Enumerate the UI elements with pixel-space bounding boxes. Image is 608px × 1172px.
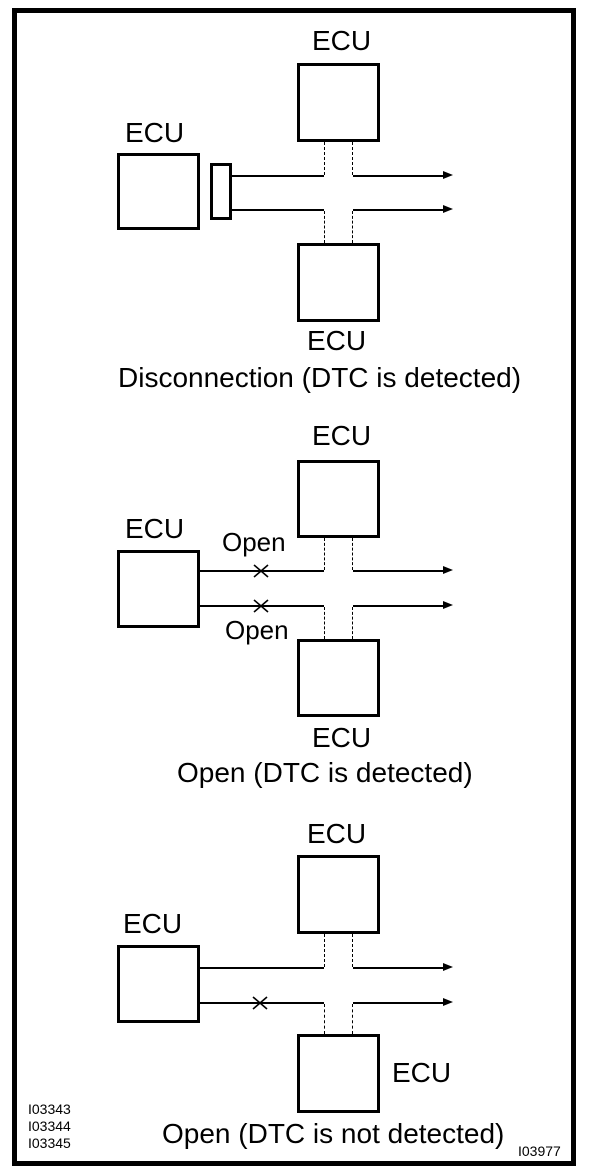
bus-line <box>353 570 443 572</box>
arrow-right-icon <box>443 601 453 609</box>
ecu-stub-line <box>352 1004 353 1034</box>
ecu-box-bottom <box>297 243 380 322</box>
ecu-box-top <box>297 63 380 142</box>
ecu-label-bottom: ECU <box>312 722 372 753</box>
ecu-stub-line <box>352 934 353 967</box>
ecu-box-bottom <box>297 1034 380 1113</box>
bus-line <box>200 967 324 969</box>
ecu-label-left: ECU <box>123 908 183 939</box>
bus-line <box>353 1002 443 1004</box>
ecu-stub-line <box>352 142 353 175</box>
ecu-box-top <box>297 460 380 538</box>
ecu-stub-line <box>324 538 325 570</box>
ecu-stub-line <box>324 607 325 639</box>
ecu-box-top <box>297 855 380 934</box>
ecu-label-bottom: ECU <box>392 1057 452 1088</box>
bus-line <box>232 175 324 177</box>
ecu-stub-line <box>324 934 325 967</box>
figure-code: I03345 <box>28 1135 71 1151</box>
ecu-label-top: ECU <box>307 818 367 849</box>
ecu-stub-line <box>352 538 353 570</box>
open-label-bottom: Open <box>225 615 289 645</box>
arrow-right-icon <box>443 963 453 971</box>
open-x-icon <box>252 996 268 1010</box>
ecu-stub-line <box>352 211 353 243</box>
ecu-label-bottom: ECU <box>307 325 367 356</box>
diagram-caption: Disconnection (DTC is detected) <box>118 362 522 393</box>
open-label-top: Open <box>222 527 286 557</box>
ecu-label-left: ECU <box>125 513 185 544</box>
ecu-label-top: ECU <box>312 25 372 56</box>
arrow-right-icon <box>443 205 453 213</box>
bus-line <box>200 1002 324 1004</box>
ecu-label-left: ECU <box>125 117 185 148</box>
arrow-right-icon <box>443 171 453 179</box>
diagram-caption: Open (DTC is detected) <box>177 757 473 788</box>
connector-box <box>210 163 232 220</box>
ecu-box-bottom <box>297 639 380 717</box>
figure-codes-left: I03343 I03344 I03345 <box>28 1101 71 1152</box>
figure-code: I03343 <box>28 1101 71 1117</box>
bus-line <box>353 967 443 969</box>
arrow-right-icon <box>443 998 453 1006</box>
ecu-box-left <box>117 550 200 628</box>
diagram-caption: Open (DTC is not detected) <box>162 1118 505 1149</box>
figure-border <box>12 8 576 1166</box>
ecu-stub-line <box>352 607 353 639</box>
arrow-right-icon <box>443 566 453 574</box>
ecu-box-left <box>117 945 200 1023</box>
ecu-stub-line <box>324 142 325 175</box>
figure-code-right: I03977 <box>518 1143 561 1159</box>
bus-line <box>353 209 443 211</box>
ecu-box-left <box>117 153 200 230</box>
ecu-label-top: ECU <box>312 420 372 451</box>
bus-line <box>353 605 443 607</box>
bus-line <box>353 175 443 177</box>
figure-code: I03344 <box>28 1118 71 1134</box>
ecu-stub-line <box>324 1004 325 1034</box>
ecu-stub-line <box>324 211 325 243</box>
bus-line <box>232 209 324 211</box>
open-x-icon <box>253 599 269 613</box>
open-x-icon <box>253 564 269 578</box>
